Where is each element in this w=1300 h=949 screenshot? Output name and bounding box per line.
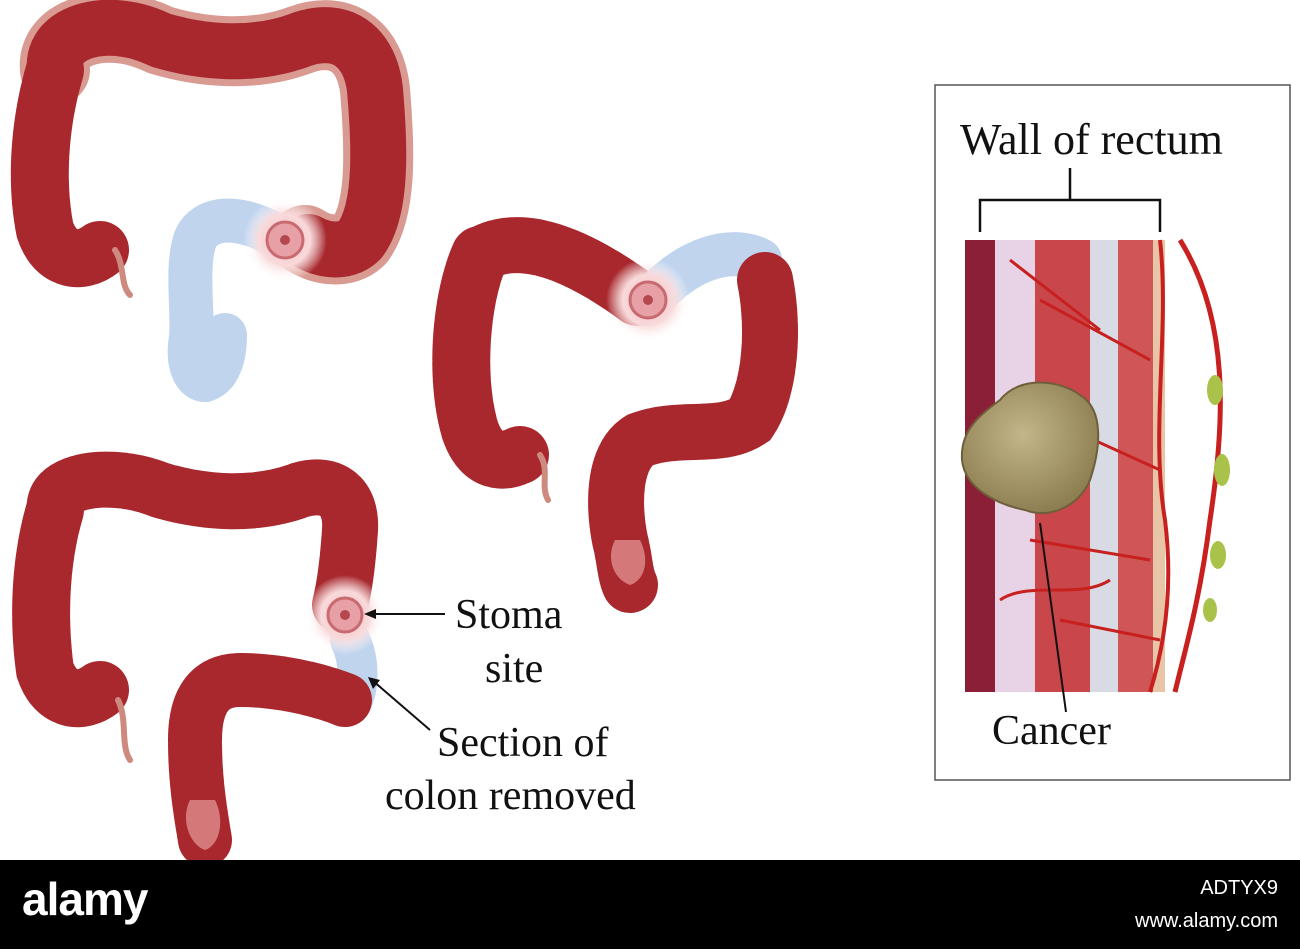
stoma-pointer-arrowhead	[364, 609, 376, 619]
colectomy-diagram	[10, 0, 1291, 860]
colon-2-ascending	[432, 226, 549, 489]
colon-1-removed-section	[167, 198, 297, 403]
label-section-line2: colon removed	[385, 773, 636, 819]
section-pointer-arrowhead	[368, 677, 380, 689]
image-id: ADTYX9	[1200, 877, 1278, 899]
rectum-wall-inset	[934, 84, 1291, 781]
label-section-line1: Section of	[437, 720, 609, 766]
lymph-nodes	[1203, 375, 1230, 622]
colon-diagram-2	[432, 217, 798, 613]
watermark-footer-bar	[0, 860, 1300, 949]
label-stoma-line2: site	[485, 646, 544, 692]
colon-3-ascending	[12, 481, 129, 728]
cancer-pointer-line	[1039, 522, 1067, 713]
colon-3-descending	[167, 652, 372, 860]
alamy-logo: alamy	[22, 873, 148, 925]
label-stoma-line1: Stoma	[455, 592, 563, 638]
colon-3-transverse	[26, 451, 379, 633]
colon-1-appendix	[112, 247, 133, 298]
label-wall-of-rectum: Wall of rectum	[960, 115, 1223, 164]
tumor	[960, 381, 1100, 515]
blood-vessels	[999, 238, 1223, 693]
label-cancer: Cancer	[992, 708, 1111, 754]
colon-1-ascending	[10, 41, 129, 288]
site-url: www.alamy.com	[1135, 910, 1278, 932]
colon-3-rectum	[185, 800, 221, 850]
wall-bracket	[978, 168, 1162, 232]
colon-3-appendix	[115, 697, 133, 763]
section-pointer-line	[371, 679, 431, 731]
colon-diagram-3	[12, 451, 445, 860]
muscle-layer-outer	[1118, 240, 1153, 692]
colon-2-rectum	[610, 540, 646, 585]
colon-2-appendix	[537, 452, 551, 503]
colon-diagram-1	[10, 0, 414, 403]
